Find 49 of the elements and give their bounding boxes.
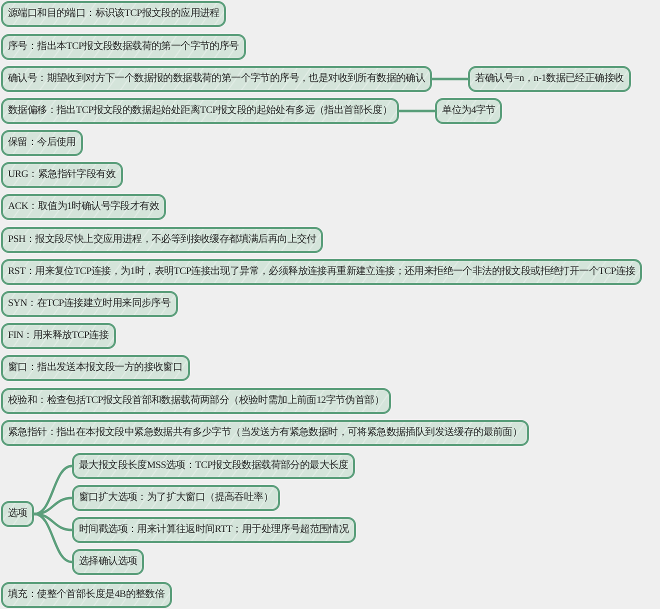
topic-box: [1, 582, 172, 608]
connector-line: [33, 512, 74, 564]
connector-line: [398, 110, 436, 112]
topic-text: 填充：使整个首部长度是4B的整数倍: [8, 588, 165, 602]
topic-box: [1, 162, 123, 188]
topic-text: URG：紧急指针字段有效: [8, 168, 116, 182]
topic-box: [435, 98, 502, 124]
topic-text: ACK：取值为1时确认号字段才有效: [8, 200, 160, 214]
topic-text: 校验和：检查包括TCP报文段首部和数据载荷两部分（校验时需加上前面12字节伪首部）: [8, 394, 384, 408]
topic-box: [1, 34, 246, 60]
topic-box: [1, 66, 432, 92]
topic-text: RST：用来复位TCP连接，为1时，表明TCP连接出现了异常，必须释放连接再重新建立连接；还用来拒绝一个非法的报文段或拒绝打开一个TCP连接: [8, 265, 636, 279]
topic-box: [1, 130, 83, 156]
topic-text: 确认号：期望收到对方下一个数据报的数据载荷的第一个字节的序号，也是对收到所有数据的确认: [8, 72, 426, 86]
topic-text: 窗口扩大选项：为了扩大窗口（提高吞吐率）: [79, 491, 274, 505]
topic-text: FIN：用来释放TCP连接: [8, 329, 109, 343]
topic-box: [1, 98, 400, 124]
topic-box: [72, 517, 356, 543]
topic-box: [1, 501, 34, 527]
topic-box: [468, 66, 631, 92]
topic-box: [1, 388, 392, 414]
topic-text: 单位为4字节: [442, 104, 496, 118]
connector-line: [430, 78, 470, 80]
topic-box: [1, 420, 530, 446]
topic-text: PSH：报文段尽快上交应用进程，不必等到接收缓存都填满后再向上交付: [8, 233, 316, 247]
topic-box: [1, 1, 226, 27]
topic-box: [1, 291, 178, 317]
topic-text: 源端口和目的端口：标识该TCP报文段的应用进程: [8, 7, 220, 21]
topic-text: 若确认号=n，n-1数据已经正确接收: [475, 72, 624, 86]
topic-text: 保留：今后使用: [8, 136, 76, 150]
topic-box: [1, 259, 642, 285]
topic-box: [72, 485, 280, 511]
topic-text: 紧急指针：指出在本报文段中紧急数据共有多少字节（当发送方有紧急数据时，可将紧急数据插队到发送缓存的最前面）: [8, 426, 522, 440]
topic-box: [1, 194, 166, 220]
topic-text: 最大报文段长度MSS选项：TCP报文段数据载荷部分的最大长度: [79, 459, 348, 473]
topic-text: SYN：在TCP连接建立时用来同步序号: [8, 297, 171, 311]
topic-box: [72, 549, 144, 575]
topic-text: 窗口：指出发送本报文段一方的接收窗口: [8, 361, 183, 375]
connector-line: [33, 464, 74, 516]
topic-box: [1, 355, 190, 381]
topic-text: 序号：指出本TCP报文段数据载荷的第一个字节的序号: [8, 40, 239, 54]
topic-text: 数据偏移：指出TCP报文段的数据起始处距离TCP报文段的起始处有多远（指出首部长度）: [8, 104, 392, 118]
topic-box: [1, 227, 324, 253]
topic-text: 选项: [8, 507, 28, 521]
topic-text: 时间戳选项：用来计算往返时间RTT；用于处理序号超范围情况: [79, 523, 349, 537]
connector-line: [33, 496, 74, 516]
topic-box: [72, 453, 356, 479]
topic-box: [1, 323, 116, 349]
topic-text: 选择确认选项: [79, 555, 138, 569]
